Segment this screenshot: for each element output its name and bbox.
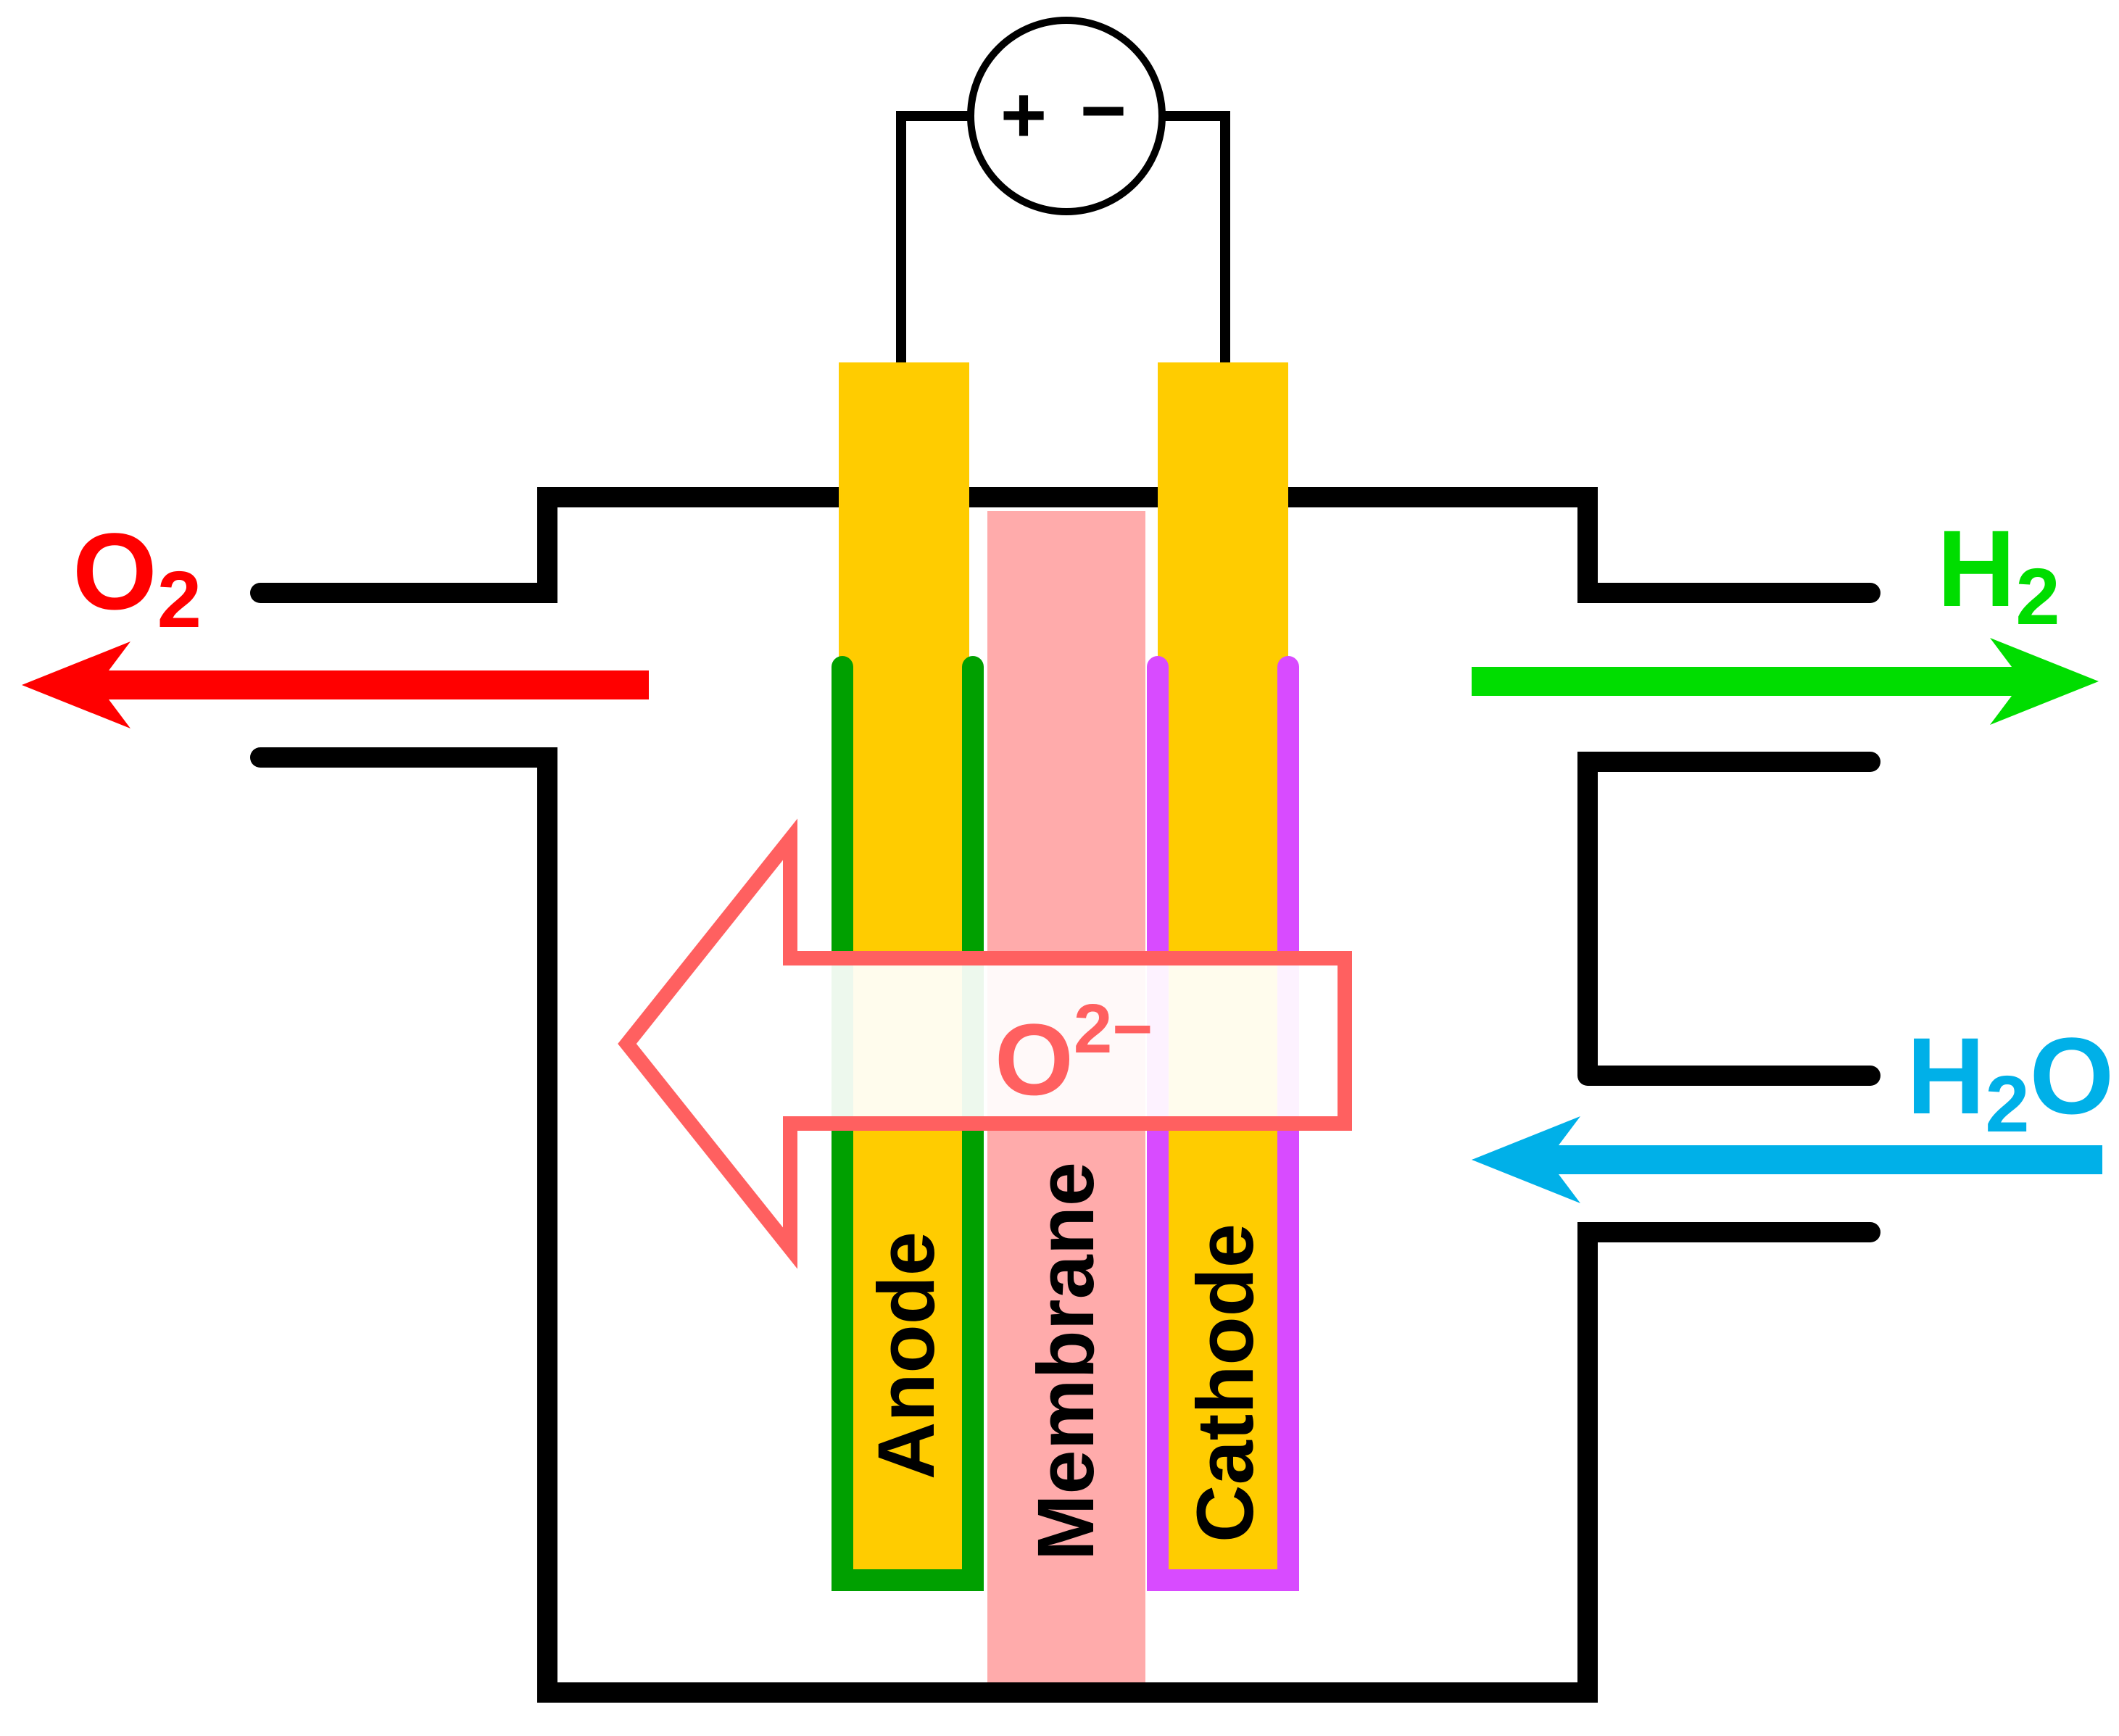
power-source: + − xyxy=(967,17,1166,215)
hydrogen-sub: 2 xyxy=(2015,552,2060,641)
hydrogen-arrowhead xyxy=(1990,638,2099,725)
hydrogen-output: H2 xyxy=(1472,507,2099,725)
oxygen-sub: 2 xyxy=(157,555,202,644)
water-sub: 2 xyxy=(1985,1060,2029,1149)
membrane-label: Membrane xyxy=(1021,1162,1111,1561)
hydrogen-label: H2 xyxy=(1937,507,2060,641)
oxygen-arrowhead xyxy=(22,641,130,728)
wire-to-anode xyxy=(896,111,970,362)
water-base: H xyxy=(1907,1015,1985,1137)
ion-base: O xyxy=(995,1002,1074,1116)
ion-arrow xyxy=(618,818,1352,1269)
plus-symbol: + xyxy=(1000,70,1047,159)
cathode-label: Cathode xyxy=(1181,1224,1270,1542)
oxygen-base: O xyxy=(72,510,157,632)
minus-symbol: − xyxy=(1080,66,1127,155)
hydrogen-base: H xyxy=(1937,507,2015,629)
ion-label: O2− xyxy=(995,990,1153,1116)
oxygen-label: O2 xyxy=(72,510,202,644)
water-tail: O xyxy=(2030,1015,2115,1137)
vessel-outline xyxy=(250,487,1880,1703)
water-input: H2O xyxy=(1472,1015,2114,1203)
wire-to-cathode xyxy=(1163,111,1230,362)
water-arrowhead xyxy=(1472,1116,1580,1203)
power-source-circle xyxy=(967,17,1166,215)
anode-label: Anode xyxy=(862,1232,951,1479)
water-label: H2O xyxy=(1907,1015,2114,1149)
ion-charge: 2− xyxy=(1074,990,1153,1068)
oxygen-output: O2 xyxy=(22,510,649,728)
